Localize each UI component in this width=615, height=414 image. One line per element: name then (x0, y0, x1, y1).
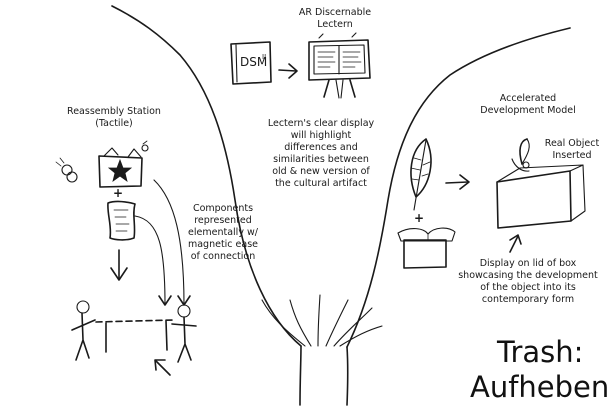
dsm-superscript: II (262, 53, 266, 61)
accelerated-model-title: Accelerated Development Model (480, 93, 576, 116)
connection-curves (134, 179, 191, 306)
down-arrow (110, 249, 128, 281)
lectern-description: Lectern's clear display will highlight d… (267, 118, 375, 189)
ar-lectern (308, 32, 371, 99)
real-object-label: Real Object Inserted (544, 138, 600, 161)
right-arrow (445, 174, 470, 190)
feather-leaf (410, 138, 432, 211)
tree-trunk (111, 5, 571, 406)
plus-sign-left: + (113, 186, 123, 200)
up-arrow (509, 234, 522, 253)
title-trash: Trash: (497, 335, 584, 369)
diagonal-arrow (154, 359, 171, 376)
dsm-book (230, 41, 272, 85)
quill-object (511, 138, 530, 172)
plus-sign-right: + (414, 211, 424, 225)
open-book-on-box (397, 227, 456, 269)
assembly-table-scene (71, 300, 197, 363)
development-box (496, 164, 586, 229)
components-description: Components represented elementally w/ ma… (187, 203, 259, 262)
arrow-dsm-to-lectern (278, 63, 298, 79)
reassembly-station-title: Reassembly Station (Tactile) (67, 106, 161, 129)
person-face-left (55, 157, 78, 183)
ar-lectern-title: AR Discernable Lectern (298, 7, 372, 30)
component-box-with-star (98, 140, 149, 188)
dsm-label: DSM (240, 55, 267, 69)
paper-scroll (107, 200, 136, 241)
display-description: Display on lid of box showcasing the dev… (458, 258, 598, 305)
title-aufheben: Aufheben (470, 370, 610, 404)
